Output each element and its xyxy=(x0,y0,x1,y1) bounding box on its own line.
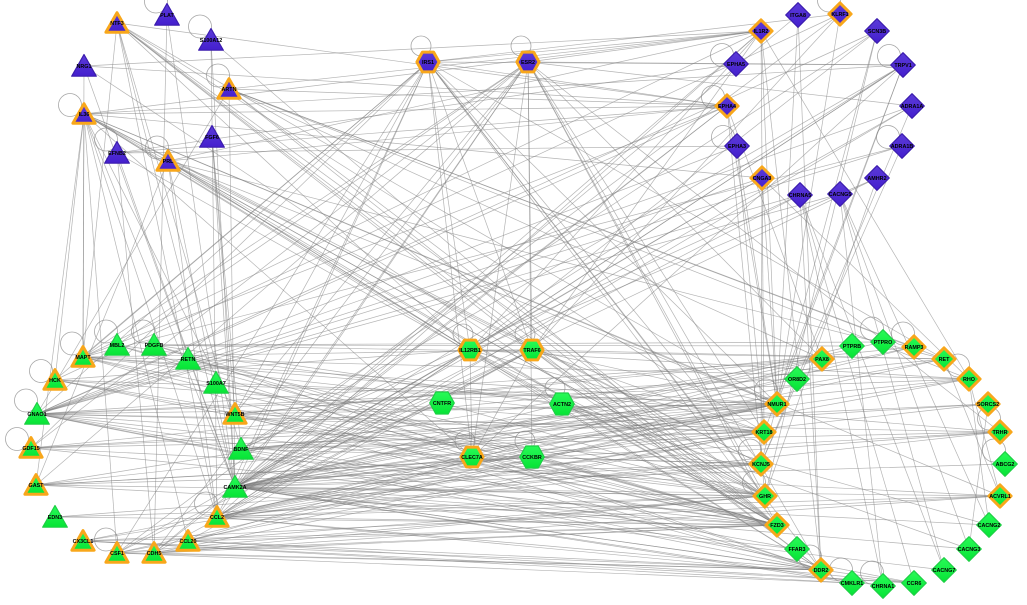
svg-text:CNGA3: CNGA3 xyxy=(753,176,772,182)
svg-text:IRS1: IRS1 xyxy=(422,60,434,66)
svg-text:PTPRB: PTPRB xyxy=(843,344,861,350)
svg-text:EFNB2: EFNB2 xyxy=(108,151,126,157)
svg-text:MAPT: MAPT xyxy=(75,355,91,361)
svg-text:IL36: IL36 xyxy=(79,112,90,118)
svg-text:NTF3: NTF3 xyxy=(110,21,123,27)
svg-text:FFAR3: FFAR3 xyxy=(788,547,805,553)
svg-text:AMHR2: AMHR2 xyxy=(867,176,886,182)
svg-text:GHR: GHR xyxy=(759,494,771,500)
svg-text:FGF6: FGF6 xyxy=(205,135,219,141)
svg-text:TRPV1: TRPV1 xyxy=(894,63,911,69)
svg-text:FZD3: FZD3 xyxy=(770,523,783,529)
svg-text:PRL: PRL xyxy=(163,159,174,165)
svg-text:WNT5B: WNT5B xyxy=(225,412,244,418)
svg-text:ACTN2: ACTN2 xyxy=(553,402,571,408)
svg-text:RAMP3: RAMP3 xyxy=(905,345,924,351)
svg-text:EPHA3: EPHA3 xyxy=(728,144,746,150)
svg-text:CLEC7A: CLEC7A xyxy=(461,455,483,461)
svg-text:CHRNA5: CHRNA5 xyxy=(789,193,811,199)
svg-text:ITGA8: ITGA8 xyxy=(790,13,806,19)
svg-text:EPHA5: EPHA5 xyxy=(727,62,745,68)
svg-text:SORCS2: SORCS2 xyxy=(977,402,999,408)
svg-text:CACNG3: CACNG3 xyxy=(958,547,981,553)
svg-text:EDN3: EDN3 xyxy=(48,515,62,521)
svg-text:CACNG5: CACNG5 xyxy=(829,192,852,198)
svg-text:BDNF: BDNF xyxy=(234,447,250,453)
svg-text:KLRF1: KLRF1 xyxy=(831,12,848,18)
svg-text:HCK: HCK xyxy=(49,378,61,384)
svg-text:PTPRO: PTPRO xyxy=(874,340,893,346)
svg-text:IL12RB1: IL12RB1 xyxy=(459,348,481,354)
svg-text:GNAO1: GNAO1 xyxy=(27,412,46,418)
svg-text:CCL2: CCL2 xyxy=(210,515,224,521)
svg-text:EPHA4: EPHA4 xyxy=(718,104,736,110)
svg-text:MBL2: MBL2 xyxy=(110,343,125,349)
svg-text:ADRA1A: ADRA1A xyxy=(901,104,924,110)
svg-text:ARTN: ARTN xyxy=(222,87,237,93)
svg-text:RETN: RETN xyxy=(181,357,196,363)
svg-text:TRAF6: TRAF6 xyxy=(523,348,540,354)
svg-text:DDR2: DDR2 xyxy=(814,568,829,574)
svg-text:PLAT: PLAT xyxy=(160,13,174,19)
svg-text:S100A12: S100A12 xyxy=(200,38,222,44)
svg-text:OR8D2: OR8D2 xyxy=(788,377,806,383)
svg-text:CCL20: CCL20 xyxy=(179,539,196,545)
svg-text:RHO: RHO xyxy=(963,377,975,383)
svg-text:ADRA1B: ADRA1B xyxy=(891,144,914,150)
svg-text:KCNJ5: KCNJ5 xyxy=(752,462,770,468)
svg-text:NRG1: NRG1 xyxy=(77,64,92,70)
svg-text:CCKBR: CCKBR xyxy=(522,455,542,461)
svg-text:PDGFB: PDGFB xyxy=(145,343,164,349)
svg-text:GDF15: GDF15 xyxy=(22,446,39,452)
svg-text:CNTFR: CNTFR xyxy=(433,401,451,407)
svg-text:ACVRL1: ACVRL1 xyxy=(989,494,1011,500)
svg-text:NMUR1: NMUR1 xyxy=(767,402,786,408)
svg-text:SCN3B: SCN3B xyxy=(868,29,886,35)
svg-text:ESR2: ESR2 xyxy=(521,60,535,66)
svg-text:CMKLR1: CMKLR1 xyxy=(841,581,863,587)
svg-text:S100A7: S100A7 xyxy=(206,381,225,387)
svg-text:CACNG2: CACNG2 xyxy=(978,523,1001,529)
svg-text:ABCG2: ABCG2 xyxy=(996,462,1015,468)
svg-text:CAMK2A: CAMK2A xyxy=(223,485,246,491)
svg-text:CHRNA1: CHRNA1 xyxy=(872,584,894,590)
svg-text:GAST: GAST xyxy=(29,483,45,489)
svg-text:RET: RET xyxy=(939,357,950,363)
svg-text:CDH5: CDH5 xyxy=(147,551,162,557)
svg-text:PAX8: PAX8 xyxy=(815,357,829,363)
svg-text:KRT18: KRT18 xyxy=(755,430,772,436)
svg-text:CSF1: CSF1 xyxy=(110,551,124,557)
svg-text:TRHR: TRHR xyxy=(993,430,1008,436)
svg-text:IL1R2: IL1R2 xyxy=(754,29,769,35)
svg-text:CACNG7: CACNG7 xyxy=(933,568,956,574)
svg-text:CX3CL1: CX3CL1 xyxy=(73,539,94,545)
svg-text:CCR6: CCR6 xyxy=(907,581,922,587)
